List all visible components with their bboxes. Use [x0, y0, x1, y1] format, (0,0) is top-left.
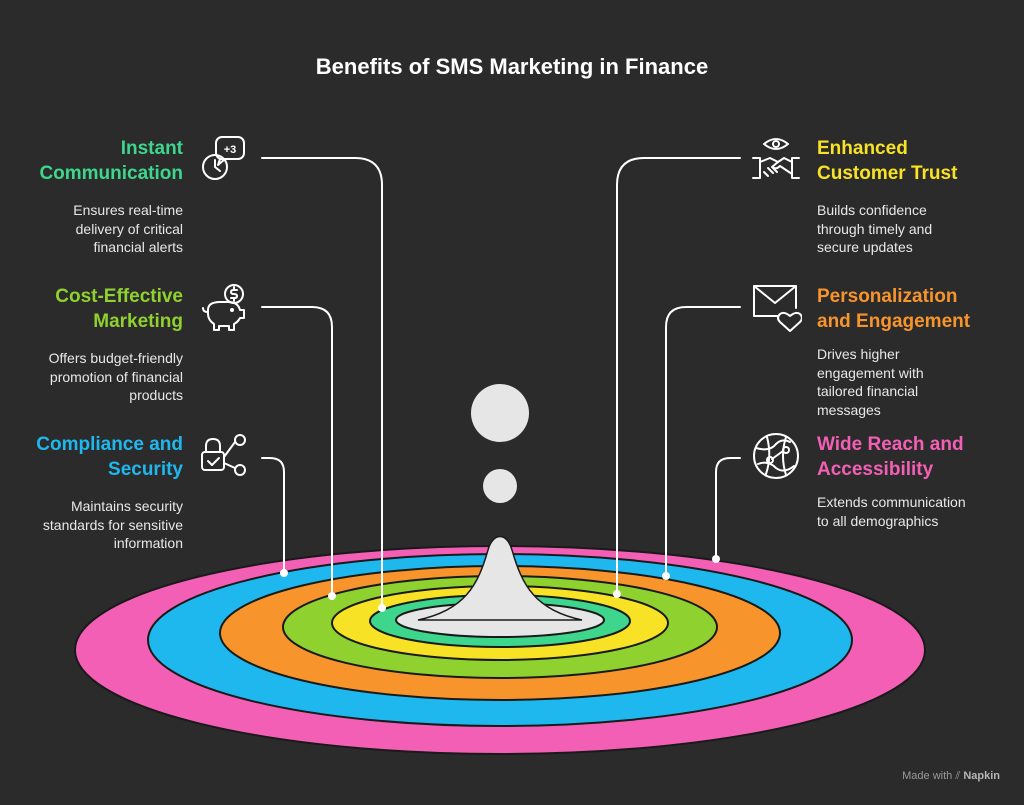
connector-reach — [715, 457, 741, 560]
connector-instant — [261, 157, 383, 609]
heading-line: Compliance and — [36, 434, 183, 455]
heading-line: Cost-Effective — [55, 286, 183, 307]
desc-instant-communication: Ensures real-time delivery of critical f… — [73, 201, 183, 257]
clock-plus-icon: +3 — [202, 136, 245, 180]
desc-compliance-security: Maintains security standards for sensiti… — [43, 497, 183, 553]
heading-enhanced-customer-trust: Enhanced Customer Trust — [817, 136, 957, 186]
heading-cost-effective-marketing: Cost-Effective Marketing — [55, 284, 183, 334]
desc-line: standards for sensitive — [42, 516, 183, 533]
heading-wide-reach-accessibility: Wide Reach and Accessibility — [817, 432, 964, 482]
desc-enhanced-customer-trust: Builds confidence through timely and sec… — [817, 201, 932, 257]
desc-line: Builds confidence — [817, 202, 927, 218]
handshake-icon — [752, 138, 800, 179]
connector-trust — [616, 157, 741, 595]
mail-heart-icon — [753, 285, 802, 332]
connector-dot-personalization — [662, 572, 670, 580]
desc-line: tailored financial — [817, 383, 919, 399]
desc-line: products — [129, 387, 183, 403]
desc-line: Offers budget-friendly — [48, 350, 183, 366]
heading-line: Communication — [39, 163, 183, 184]
desc-line: information — [113, 535, 183, 551]
globe-network-icon — [753, 433, 799, 479]
connector-dot-cost — [328, 592, 336, 600]
lock-share-icon — [201, 434, 246, 476]
svg-text:+3: +3 — [224, 144, 237, 156]
connector-dot-compliance — [280, 569, 288, 577]
water-splash — [417, 535, 583, 621]
desc-line: promotion of financial — [49, 368, 183, 385]
connector-dot-reach — [712, 555, 720, 563]
desc-cost-effective-marketing: Offers budget-friendly promotion of fina… — [49, 349, 183, 405]
heading-line: Instant — [120, 138, 183, 159]
footer-brand: Napkin — [963, 770, 1000, 782]
heading-line: Accessibility — [817, 459, 934, 480]
heading-line: Enhanced — [817, 138, 908, 159]
heading-line: Personalization — [817, 286, 958, 307]
droplet-small — [483, 469, 517, 503]
footer-watermark: Made with ⫽ Napkin — [902, 770, 1000, 783]
connector-cost — [261, 306, 333, 597]
desc-line: secure updates — [817, 239, 913, 255]
heading-line: Wide Reach and — [817, 434, 964, 455]
droplet-large — [471, 384, 529, 442]
heading-line: Marketing — [93, 311, 183, 332]
desc-line: to all demographics — [817, 512, 939, 529]
desc-line: engagement with — [817, 364, 924, 381]
desc-line: delivery of critical — [75, 220, 183, 237]
piggy-bank-icon — [202, 284, 245, 331]
connector-compliance — [261, 457, 285, 574]
napkin-logo-icon: ⫽ — [955, 770, 961, 782]
heading-personalization-engagement: Personalization and Engagement — [817, 284, 970, 334]
heading-instant-communication: Instant Communication — [39, 136, 183, 186]
connector-personalization — [665, 306, 741, 577]
connector-dot-instant — [378, 604, 386, 612]
desc-line: messages — [817, 401, 881, 418]
heading-line: Security — [108, 459, 183, 480]
desc-line: through timely and — [817, 220, 933, 237]
heading-compliance-security: Compliance and Security — [36, 432, 183, 482]
page-title: Benefits of SMS Marketing in Finance — [315, 54, 709, 79]
heading-line: and Engagement — [817, 311, 971, 332]
desc-personalization-engagement: Drives higher engagement with tailored f… — [817, 345, 924, 419]
footer-prefix: Made with — [902, 770, 953, 782]
desc-line: Ensures real-time — [73, 202, 183, 218]
desc-line: Maintains security — [70, 498, 183, 514]
heading-line: Customer Trust — [817, 163, 958, 184]
desc-line: financial alerts — [93, 239, 184, 255]
desc-wide-reach-accessibility: Extends communication to all demographic… — [817, 493, 966, 530]
desc-line: Extends communication — [817, 494, 966, 510]
desc-line: Drives higher — [817, 346, 900, 362]
connector-dot-trust — [613, 590, 621, 598]
